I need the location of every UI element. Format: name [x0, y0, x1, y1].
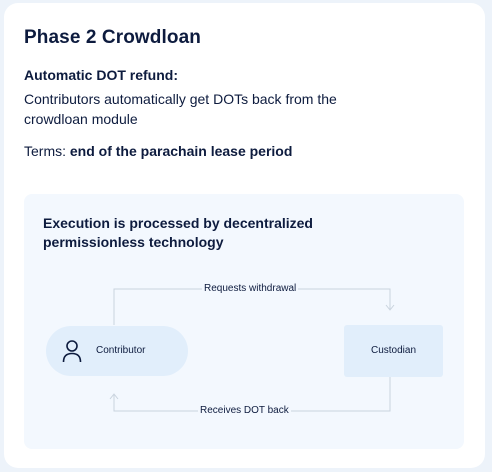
- refund-subheading: Automatic DOT refund:: [24, 67, 178, 83]
- refund-description: Contributors automatically get DOTs back…: [24, 91, 337, 127]
- receive-dot-arrowhead: [109, 393, 119, 400]
- terms-line: Terms: end of the parachain lease period: [24, 143, 292, 159]
- terms-value: end of the parachain lease period: [69, 143, 293, 159]
- custodian-label: Custodian: [370, 345, 417, 356]
- card-title: Phase 2 Crowdloan: [24, 27, 201, 48]
- receives-dot-back-label: Receives DOT back: [198, 405, 291, 417]
- custodian-node: Custodian: [344, 325, 443, 377]
- diagram-title: Execution is processed by decentralized …: [43, 215, 313, 250]
- user-icon: [62, 340, 82, 363]
- requests-withdrawal-label: Requests withdrawal: [202, 283, 299, 295]
- execution-diagram-panel: Execution is processed by decentralized …: [24, 194, 464, 449]
- request-withdrawal-arrowhead: [385, 304, 395, 311]
- contributor-label: Contributor: [96, 345, 146, 356]
- terms-label: Terms:: [24, 143, 66, 159]
- crowdloan-card: Phase 2 Crowdloan Automatic DOT refund: …: [4, 3, 485, 468]
- contributor-node: Contributor: [46, 326, 188, 376]
